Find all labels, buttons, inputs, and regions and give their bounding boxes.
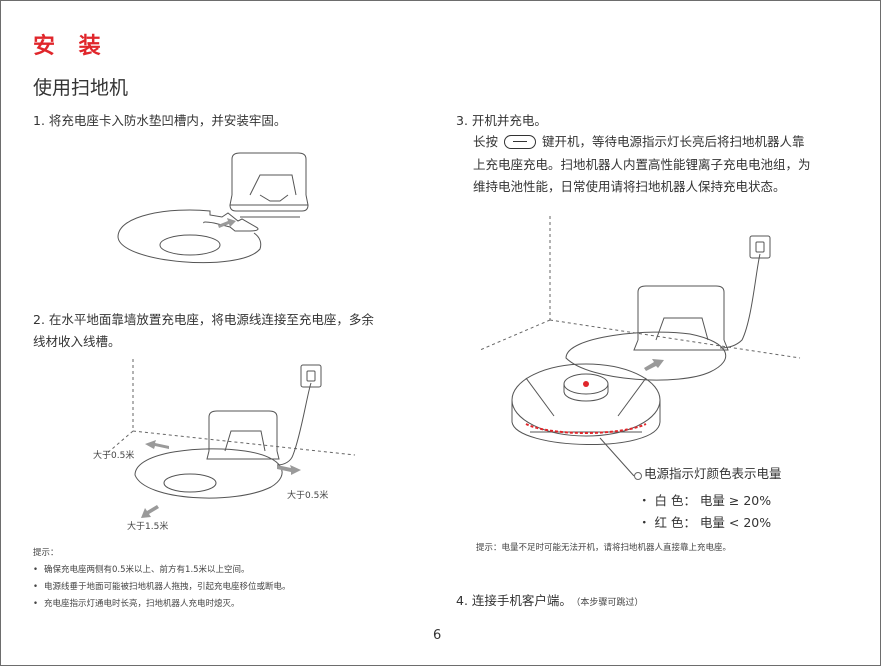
robot-light-strip [525,423,647,434]
section-title: 安 装 [33,34,109,59]
step2-illustration: 大于0.5米 大于0.5米 大于1.5米 [93,359,356,532]
step3-line3: 维持电池性能，日常使用请将扫地机器人保持充电状态。 [473,179,786,194]
tips-list: 确保充电座两侧有0.5米以上、前方有1.5米以上空间。 电源线垂于地面可能被扫地… [33,562,291,613]
left-distance-label: 大于0.5米 [93,449,134,461]
indicator-caption: 电源指示灯颜色表示电量 [644,466,782,481]
step4-text: 4. 连接手机客户端。（本步骤可跳过） [456,590,643,614]
tip-item: 电源线垂于地面可能被扫地机器人拖拽，引起充电座移位或断电。 [33,579,291,596]
indicator-white: ・ 白 色： 电量 ≥ 20% [638,493,772,508]
step3-line1-prefix: 长按 [473,134,499,149]
step3-tip: 提示：电量不足时可能无法开机，请将扫地机器人直接靠上充电座。 [476,543,732,553]
section-subtitle: 使用扫地机 [33,77,129,99]
step1-illustration [117,152,309,264]
step3-heading: 3. 开机并充电。 [456,113,547,128]
right-arrow [277,465,301,475]
step3-body: 长按 键开机，等待电源指示灯长亮后将扫地机器人靠 上充电座充电。扫地机器人内置高性… [473,131,868,199]
tips-block: 提示： 确保充电座两侧有0.5米以上、前方有1.5米以上空间。 电源线垂于地面可… [33,545,291,613]
left-arrow [145,440,169,449]
tip-item: 确保充电座两侧有0.5米以上、前方有1.5米以上空间。 [33,562,291,579]
indicator-callout-dot [634,472,642,480]
step3-illustration [479,216,801,480]
step3-line2: 上充电座充电。扫地机器人内置高性能锂离子充电电池组，为 [473,156,811,172]
step2-text-line2: 线材收入线槽。 [33,334,121,349]
front-arrow [141,505,159,518]
tip-item: 充电座指示灯通电时长亮，扫地机器人充电时熄灭。 [33,596,291,613]
tips-title: 提示： [33,548,59,558]
page-number: 6 [433,628,442,643]
step4-note: （本步骤可跳过） [575,598,644,608]
dock-direction-arrow [644,359,664,371]
right-distance-label: 大于0.5米 [287,489,328,501]
step2-text-line1: 2. 在水平地面靠墙放置充电座，将电源线连接至充电座，多余 [33,312,374,327]
power-indicator-light [583,381,589,387]
step3-line1-suffix: 键开机，等待电源指示灯长亮后将扫地机器人靠 [542,134,805,149]
indicator-red: ・ 红 色： 电量 < 20% [638,515,772,530]
front-distance-label: 大于1.5米 [127,520,168,532]
power-button-icon [504,134,537,149]
step4-label: 4. 连接手机客户端。 [456,593,572,608]
step1-text: 1. 将充电座卡入防水垫凹槽内，并安装牢固。 [33,113,287,128]
